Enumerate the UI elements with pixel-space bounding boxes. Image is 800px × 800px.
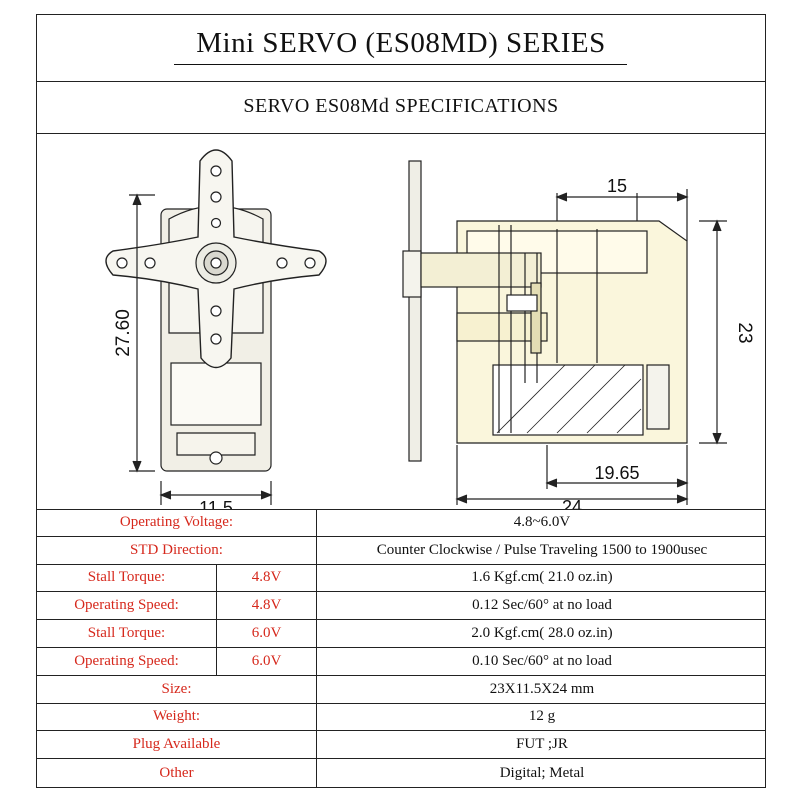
spec-row-std-direction: STD Direction: Counter Clockwise / Pulse… [37,536,765,565]
spec-row-other: Other Digital; Metal [37,759,765,787]
spec-row-weight: Weight: 12 g [37,703,765,732]
spec-value: FUT ;JR [516,736,568,753]
spec-value: 23X11.5X24 mm [489,680,595,697]
side-top-label: 15 [607,176,627,196]
spec-voltage: 4.8V [217,564,317,592]
page-title: Mini SERVO (ES08MD) SERIES [196,27,606,59]
spec-label: Other [37,759,317,787]
spec-row-stall-torque-60: Stall Torque: 6.0V 2.0 Kgf.cm( 28.0 oz.i… [37,620,765,648]
spec-value: 1.6 Kgf.cm( 21.0 oz.in) [471,569,613,586]
title-row: Mini SERVO (ES08MD) SERIES [37,15,765,82]
spec-label: Weight: [37,703,317,731]
spec-voltage: 6.0V [217,647,317,675]
spec-label: Stall Torque: [37,564,217,592]
title-underline [174,64,627,65]
spec-sheet: Mini SERVO (ES08MD) SERIES SERVO ES08Md … [36,14,766,788]
side-inner-width-label: 19.65 [594,463,639,483]
spec-row-operating-voltage: Operating Voltage: 4.8~6.0V [37,509,765,537]
servo-drawing-svg: 27.60 11.5 15 23 19.65 24 [105,149,755,509]
spec-value: Digital; Metal [499,764,585,781]
spec-voltage: 6.0V [217,620,317,647]
spec-row-operating-speed-48: Operating Speed: 4.8V 0.12 Sec/60° at no… [37,592,765,621]
spec-label: Stall Torque: [37,620,217,647]
spec-value: 0.10 Sec/60° at no load [472,652,612,669]
spec-value: 12 g [528,708,556,725]
front-height-label: 27.60 [113,309,134,357]
page-subtitle: SERVO ES08Md SPECIFICATIONS [243,95,559,117]
spec-label: STD Direction: [37,536,317,564]
spec-value: 4.8~6.0V [513,513,571,530]
spec-value: 0.12 Sec/60° at no load [472,597,612,614]
front-width-label: 11.5 [199,498,233,509]
side-view [402,160,727,505]
spec-label: Operating Speed: [37,592,217,620]
spec-row-stall-torque-48: Stall Torque: 4.8V 1.6 Kgf.cm( 21.0 oz.i… [37,564,765,593]
technical-drawing: 27.60 11.5 15 23 19.65 24 [37,133,765,510]
side-total-width-label: 24 [562,497,582,509]
spec-value: 2.0 Kgf.cm( 28.0 oz.in) [471,625,613,642]
spec-row-operating-speed-60: Operating Speed: 6.0V 0.10 Sec/60° at no… [37,647,765,676]
spec-row-plug-available: Plug Available FUT ;JR [37,731,765,760]
spec-label: Operating Speed: [37,647,217,675]
side-height-label: 23 [734,322,755,343]
spec-label: Size: [37,675,317,703]
spec-label: Plug Available [37,731,317,759]
spec-value: Counter Clockwise / Pulse Traveling 1500… [376,541,708,558]
spec-row-size: Size: 23X11.5X24 mm [37,675,765,704]
front-view [105,149,327,505]
spec-table: Operating Voltage: 4.8~6.0V STD Directio… [37,509,765,787]
spec-voltage: 4.8V [217,592,317,620]
spec-label: Operating Voltage: [37,509,317,536]
subtitle-row: SERVO ES08Md SPECIFICATIONS [37,81,765,134]
